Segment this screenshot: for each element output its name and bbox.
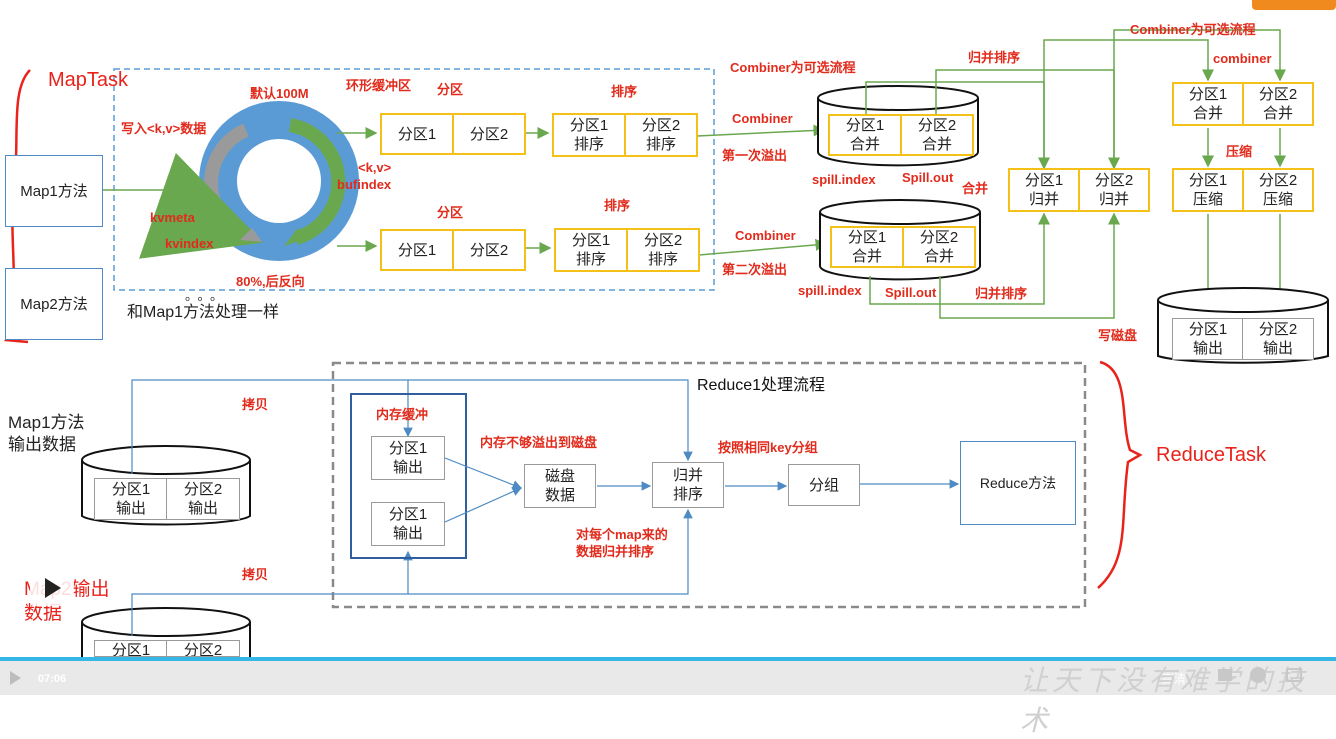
spill2-label: 第二次溢出 [722,262,788,277]
ring-write: 写入<k,v>数据 [121,121,207,136]
combiner-optional-1: Combiner为可选流程 [730,60,856,75]
buffer-partition1-a: 分区1 输出 [371,436,445,480]
spill-index-2: spill.index [798,283,862,298]
partition2-box-a: 分区2 [452,113,526,155]
player-time: 07:06 [38,673,67,685]
diagram-lines [4,29,1329,690]
ring-bufindex: bufindex [337,177,392,192]
fullscreen-icon[interactable] [1286,668,1302,682]
reducetask-title: ReduceTask [1156,444,1267,466]
maptask-region [113,68,715,291]
dots-text: 。。。 [185,288,230,303]
per-map-label: 对每个map来的 数据归并排序 [576,527,668,559]
partition1-box-b: 分区1 [380,229,454,271]
settings-icon[interactable] [1250,667,1266,683]
partition-label-2: 分区 [437,205,464,220]
memory-buffer-frame [350,393,467,559]
merge-sort-box: 归并 排序 [652,462,724,508]
partition2-mergesorted: 分区2 归并 [1078,168,1150,212]
reduce-region [331,361,1087,609]
gray-arc-icon [139,123,264,259]
overflow-label: 内存不够溢出到磁盘 [480,435,598,450]
spill-out-1: Spill.out [902,170,954,185]
partition2-compressed: 分区2 压缩 [1242,168,1314,212]
disk-data-box: 磁盘 数据 [524,464,596,508]
map2-note: 和Map1方法处理一样 [127,304,280,321]
partition1-sorted-a: 分区1 排序 [552,113,626,157]
group-box: 分组 [788,464,860,506]
spill-index-1: spill.index [812,172,876,187]
partition-label-1: 分区 [437,82,464,97]
spill-out-2: Spill.out [885,285,937,300]
partition2-output: 分区2 输出 [1242,318,1314,360]
partition2-merged-b: 分区2 合并 [902,226,976,268]
reduce-method-box: Reduce方法 [960,441,1076,525]
memory-buffer-label: 内存缓冲 [376,407,429,422]
partition2-combined: 分区2 合并 [1242,82,1314,126]
brand-logo [1252,0,1336,10]
progress-bar[interactable] [0,657,1336,661]
merge-label: 合并 [962,181,989,196]
spill1-label: 第一次溢出 [722,148,788,163]
ring-name: 环形缓冲区 [346,78,412,93]
ring-reverse: 80%,后反向 [236,274,305,289]
map2-partition1-output: 分区1 输出 [94,640,168,657]
green-arc-icon [288,118,346,245]
combiner-optional-2: Combiner为可选流程 [1130,22,1256,37]
reducetask-brace [1097,360,1143,589]
map1-method-box: Map1方法 [5,155,103,227]
map1-partition1-output: 分区1 输出 [94,478,168,520]
ring-default-size: 默认100M [250,86,309,101]
partition2-sorted-b: 分区2 排序 [626,228,700,272]
play-icon[interactable] [10,671,21,685]
combiner-label-1: Combiner [732,111,793,126]
merge-sort-label-2: 归并排序 [975,286,1028,301]
map2-partition2-output: 分区2 输出 [166,640,240,657]
map1-output-label: Map1方法 输出数据 [8,413,85,454]
ring-kv: <k,v> [358,160,392,175]
volume-icon[interactable] [1218,669,1232,681]
group-by-label: 按照相同key分组 [718,440,818,455]
partition1-output: 分区1 输出 [1172,318,1244,360]
ring-kvmeta: kvmeta [150,210,195,225]
partition1-compressed: 分区1 压缩 [1172,168,1244,212]
sort-label-2: 排序 [604,198,631,213]
combiner-label-2: Combiner [735,228,796,243]
maptask-title: MapTask [48,69,129,91]
copy-label-1: 拷贝 [242,397,269,412]
combiner-lower-label: combiner [1213,51,1272,66]
compress-label: 压缩 [1226,144,1253,159]
partition1-merged-b: 分区1 合并 [830,226,904,268]
merge-sort-label-1: 归并排序 [968,50,1021,65]
partition1-merged-a: 分区1 合并 [828,114,902,156]
partition1-sorted-b: 分区1 排序 [554,228,628,272]
quality-button[interactable]: 高清 [1162,672,1187,686]
ring-buffer-inner [237,139,321,223]
partition1-mergesorted: 分区1 归并 [1008,168,1080,212]
copy-label-2: 拷贝 [242,567,269,582]
partition2-merged-a: 分区2 合并 [900,114,974,156]
partition2-sorted-a: 分区2 排序 [624,113,698,157]
play-overlay[interactable] [30,570,74,606]
buffer-partition1-b: 分区1 输出 [371,502,445,546]
ring-kvindex: kvindex [165,236,214,251]
reduce-flow-title: Reduce1处理流程 [697,377,826,394]
map2-method-box: Map2方法 [5,268,103,340]
map1-partition2-output: 分区2 输出 [166,478,240,520]
sort-label-1: 排序 [611,84,638,99]
play-overlay-icon [45,578,61,598]
player-bar: 07:06 高清 让天下没有难学的技术 [0,657,1336,737]
partition1-combined: 分区1 合并 [1172,82,1244,126]
partition2-box-b: 分区2 [452,229,526,271]
write-disk-label: 写磁盘 [1098,328,1138,343]
partition1-box-a: 分区1 [380,113,454,155]
